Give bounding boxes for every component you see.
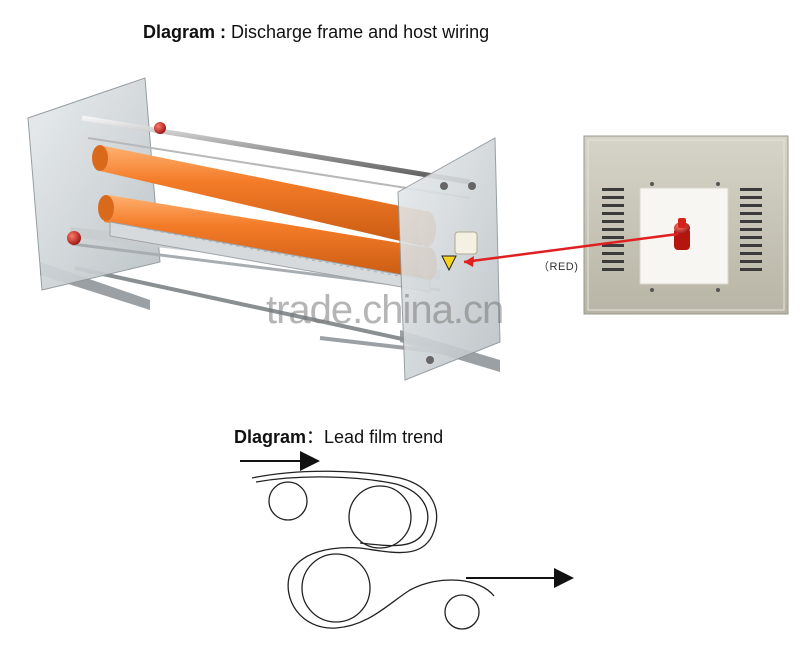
film-path-diagram [240, 451, 574, 630]
red-knob-icon [154, 122, 166, 134]
screw-icon [650, 288, 654, 292]
caption-label: Dlagram [234, 427, 307, 447]
roller-large-top [348, 485, 412, 549]
wire-label: （RED) [538, 261, 579, 273]
roller-large-bottom [301, 553, 371, 623]
warning-sign-icon [441, 255, 457, 272]
screw-icon [426, 356, 434, 364]
caption-text: Discharge frame and host wiring [231, 22, 490, 42]
discharge-frame [27, 77, 501, 381]
screw-icon [650, 182, 654, 186]
caption-discharge-frame: Dlagram : Discharge frame and host wirin… [143, 21, 489, 43]
red-wire [463, 232, 679, 267]
roller-small-bottom [444, 594, 480, 630]
vent-left [602, 188, 624, 271]
left-end-plate [27, 77, 161, 291]
red-terminal-icon [674, 218, 690, 250]
film-path-inner [255, 476, 429, 547]
screw-icon [716, 288, 720, 292]
vent-right [740, 188, 762, 271]
caption-separator: : [215, 22, 232, 42]
screw-icon [440, 182, 448, 190]
red-knob-icon [67, 231, 81, 245]
caption-separator: ： [306, 427, 325, 447]
roller-small-top [268, 481, 308, 521]
screw-icon [716, 182, 720, 186]
screw-icon [468, 182, 476, 190]
caption-text: Lead film trend [324, 427, 444, 447]
host-unit [583, 135, 789, 315]
film-path [251, 470, 495, 629]
watermark: trade.china.cn [266, 288, 504, 332]
connector-block [454, 231, 478, 255]
caption-label: Dlagram [143, 22, 216, 42]
caption-lead-film: Dlagram：Lead film trend [234, 426, 443, 448]
